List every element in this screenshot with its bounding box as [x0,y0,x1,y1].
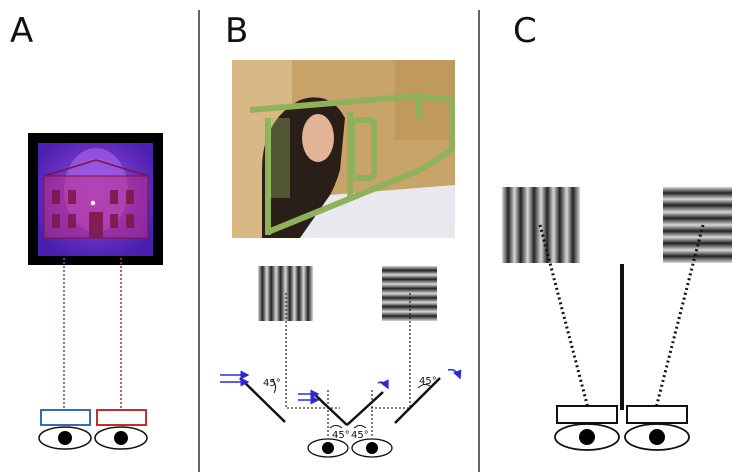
face-house-overlay-image [28,133,163,265]
panel-c: C [502,11,732,451]
right-eye-icon [351,438,393,458]
left-eye-icon [38,426,92,450]
panel-a-letter: A [10,11,33,51]
red-filter [96,409,147,426]
horizontal-grating-stimulus [663,187,732,263]
panel-c-letter: C [513,11,537,51]
panel-b: B [220,11,462,458]
left-eye-sight-line [538,224,590,409]
blue-filter [40,409,91,426]
right-prism-lens [626,405,688,424]
left-eye-icon [554,423,620,451]
angle-label-left-mirror: 45° [263,378,281,389]
panel-a: A [10,11,163,450]
right-eye-icon [94,426,148,450]
left-prism-lens [556,405,618,424]
right-eye-icon [624,423,690,451]
angle-label-center-left: 45° [332,430,350,441]
motion-arrows [220,368,462,405]
light-paths [285,293,411,438]
angle-label-right-mirror: 45° [419,376,437,387]
left-eye-icon [307,438,349,458]
stereoscope-photo [232,60,455,238]
panel-b-letter: B [225,11,248,51]
angle-label-center-right: 45° [351,430,369,441]
right-eye-sight-line [654,224,705,409]
